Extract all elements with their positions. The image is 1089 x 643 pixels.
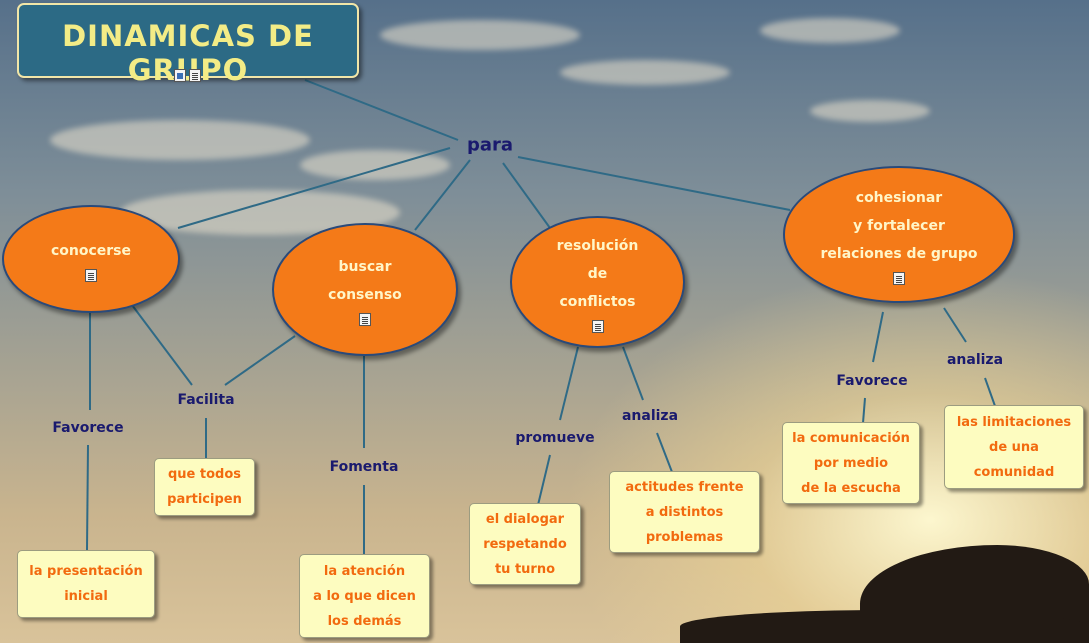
box-label: el dialogar respetando tu turno [483,511,567,577]
cloud [810,100,930,122]
concept-label: cohesionar y fortalecer relaciones de gr… [820,190,978,262]
document-attachment-icon[interactable] [359,313,371,326]
cloud [560,60,730,85]
link-label-favorece: Favorece [836,373,908,389]
box-label: actitudes frente a distintos problemas [625,479,744,545]
link-label-favorece: Favorece [52,420,124,436]
box-el-dialogar[interactable]: el dialogar respetando tu turno [469,503,581,585]
concept-buscar-consenso[interactable]: buscar consenso [272,223,458,356]
box-label: la comunicación por medio de la escucha [792,430,910,496]
cloud [50,120,310,160]
link-label-promueve: promueve [515,430,595,446]
title-icons [174,69,201,82]
concept-conocerse[interactable]: conocerse [2,205,180,313]
link-label-fomenta: Fomenta [329,459,399,475]
document-attachment-icon[interactable] [85,268,97,282]
box-actitudes[interactable]: actitudes frente a distintos problemas [609,471,760,553]
link-label-analiza: analiza [621,408,679,424]
cloud [760,18,900,43]
box-label: que todos participen [167,467,242,507]
box-presentacion-inicial[interactable]: la presentación inicial [17,550,155,618]
concept-label: buscar consenso [328,259,402,303]
main-title: DINAMICAS DE GRUPO [62,19,314,87]
document-attachment-icon[interactable] [591,319,604,333]
main-title-node[interactable]: DINAMICAS DE GRUPO [17,3,359,87]
link-label-para: para [466,134,514,156]
box-label: las limitaciones de una comunidad [956,414,1072,480]
concept-label: resolución de conflictos [556,237,639,310]
cloud [380,20,580,50]
box-label: la presentación inicial [29,564,143,604]
box-label: la atención a lo que dicen los demás [313,563,416,629]
box-limitaciones[interactable]: las limitaciones de una comunidad [944,405,1084,489]
concept-cohesionar[interactable]: cohesionar y fortalecer relaciones de gr… [783,166,1015,303]
document-attachment-icon[interactable] [893,272,905,285]
concept-resolucion-de-conflictos[interactable]: resolución de conflictos [510,216,685,348]
concept-label: conocerse [50,242,132,259]
box-que-todos-participen[interactable]: que todos participen [154,458,255,516]
document-attachment-icon[interactable] [189,69,201,82]
hill-silhouette [680,610,1089,643]
box-comunicacion[interactable]: la comunicación por medio de la escucha [782,422,920,504]
link-label-facilita: Facilita [177,392,235,408]
box-atencion[interactable]: la atención a lo que dicen los demás [299,554,430,638]
link-label-analiza: analiza [946,352,1004,368]
image-attachment-icon[interactable] [174,69,186,82]
